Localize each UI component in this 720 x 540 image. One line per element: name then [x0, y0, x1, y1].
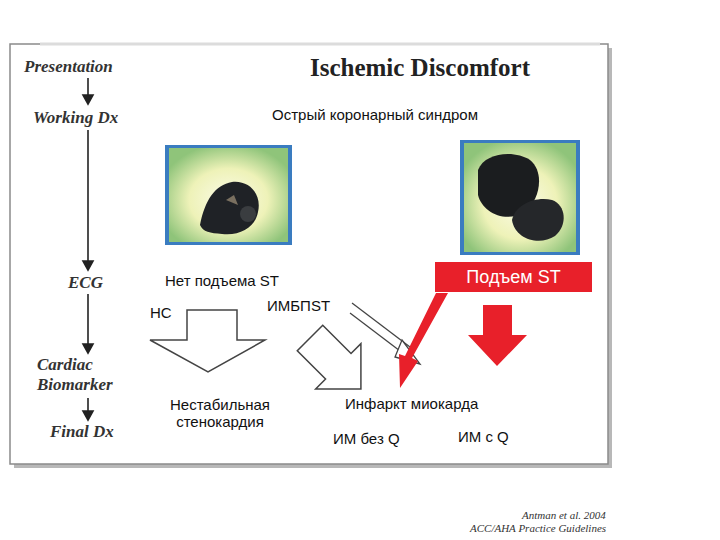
citation: Antman et al. 2004	[522, 509, 606, 521]
stage-label: ECG	[68, 273, 103, 293]
diagnosis-label: Инфаркт миокарда	[345, 395, 478, 412]
slide-top-bar	[40, 43, 600, 46]
diagnosis-label: Нестабильная стенокардия	[150, 396, 290, 431]
stage-label: Presentation	[24, 57, 113, 77]
branch-label: ИМБПST	[267, 297, 330, 314]
highlight-box: Подъем ST	[435, 262, 592, 292]
angiogram-left	[165, 145, 292, 245]
stage-label: Cardiac Biomarker	[37, 355, 137, 394]
angiogram-right	[460, 140, 580, 255]
diagnosis-label: ИМ с Q	[458, 428, 509, 445]
stage-label: Working Dx	[33, 108, 118, 128]
slide-frame	[10, 44, 608, 464]
diagnosis-label: ИМ без Q	[333, 430, 400, 447]
red-thin-arrow	[399, 293, 448, 388]
red-solid-arrow	[468, 305, 527, 366]
diagram-title: Ischemic Discomfort	[310, 54, 530, 82]
branch-label: Нет подъема ST	[165, 272, 279, 289]
stage-label: Final Dx	[50, 422, 114, 442]
branch-label: НС	[150, 304, 172, 321]
syndrome-label: Острый коронарный синдром	[272, 106, 478, 123]
citation: ACC/AHA Practice Guidelines	[470, 522, 606, 534]
box-text: Подъем ST	[466, 267, 560, 288]
